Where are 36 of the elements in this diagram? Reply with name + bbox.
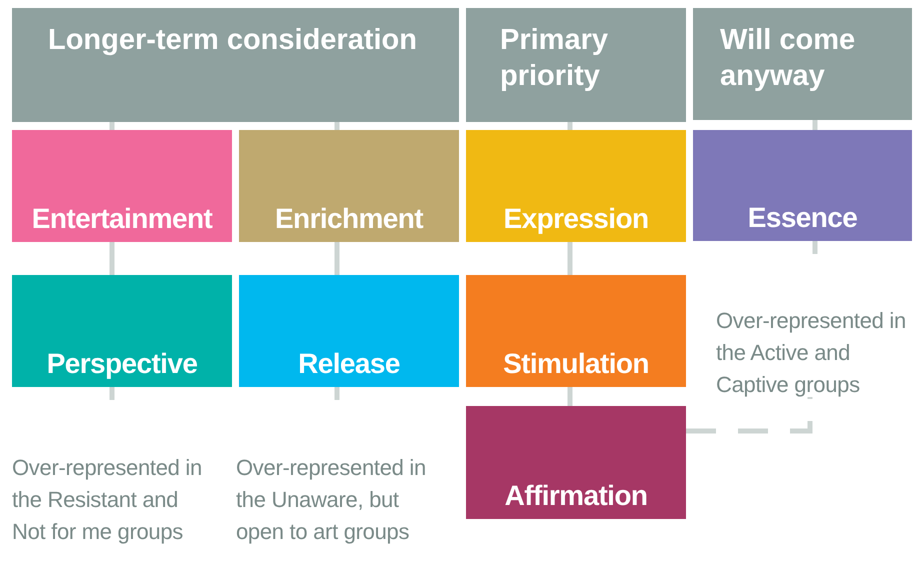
connector-line (812, 120, 818, 130)
header-label: Primary priority (500, 23, 610, 94)
box-label: Expression (504, 202, 648, 236)
category-box (466, 406, 686, 519)
category-header (12, 8, 459, 122)
note-text: Over-represented in the Unaware, but open to art groups (236, 452, 436, 579)
header-label: Will come anyway (720, 23, 856, 94)
category-box (466, 275, 686, 387)
connector-line (110, 387, 114, 400)
connector-line (568, 387, 572, 406)
header-label: Longer-term consideration (48, 23, 417, 58)
category-box (12, 130, 232, 242)
category-header (693, 8, 912, 120)
category-box (12, 275, 232, 387)
category-box (466, 130, 686, 242)
category-header (466, 8, 686, 122)
box-label: Affirmation (504, 479, 648, 513)
connector-line (334, 242, 340, 275)
box-label: Release (298, 347, 400, 381)
connector-line (568, 242, 572, 275)
box-label: Perspective (46, 347, 198, 381)
box-label: Stimulation (503, 347, 649, 381)
connector-line (812, 241, 818, 254)
category-box (239, 130, 459, 242)
box-label: Entertainment (32, 202, 212, 236)
connector-line (110, 242, 114, 275)
note-text: Over-represented in the Resistant and Not for me groups (12, 452, 212, 579)
connector-line (334, 387, 340, 400)
connector-line (334, 122, 340, 130)
connector-line (568, 122, 572, 130)
connector-line (110, 122, 114, 130)
note-text: Over-represented in the Active and Captive groups (716, 305, 914, 401)
category-box (239, 275, 459, 387)
box-label: Enrichment (274, 202, 424, 236)
box-label: Essence (748, 201, 858, 235)
category-box (693, 130, 912, 241)
